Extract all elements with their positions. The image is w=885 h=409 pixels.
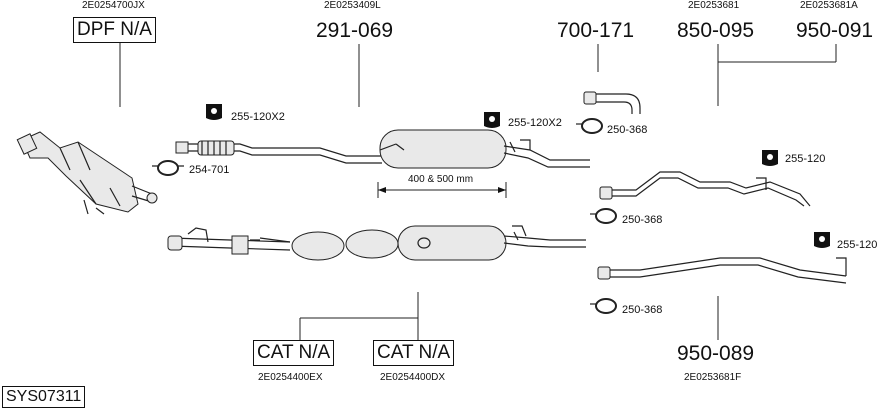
label-clamp-tail-low: 250-368 (622, 304, 662, 316)
label-clamp-tail-mid: 250-368 (622, 214, 662, 226)
clamp-icon (590, 298, 617, 314)
dpf-unit (16, 131, 158, 215)
oem-code-dpf: 2E0254700JX (82, 0, 145, 11)
clamp-icon (152, 160, 184, 176)
hanger-icon (762, 150, 778, 166)
label-hanger-center-rear: 255-120X2 (508, 117, 562, 129)
hanger-icon (484, 112, 500, 128)
center-silencer (175, 129, 590, 169)
label-clamp-top: 250-368 (607, 124, 647, 136)
part-number-center: 291-069 (316, 19, 393, 42)
cat-dx-label: CAT N/A (373, 340, 455, 366)
oem-code-cat-ex: 2E0254400EX (258, 372, 323, 383)
part-number-tail-850: 850-095 (677, 19, 754, 42)
cat-assembly (167, 225, 586, 261)
part-number-tail-950-089: 950-089 (677, 342, 754, 365)
dpf-label: DPF N/A (73, 17, 156, 43)
oem-code-tail-f: 2E0253681F (684, 372, 741, 383)
clamp-icon (590, 208, 617, 224)
tailpipe-lower (597, 257, 847, 284)
cat-ex-label: CAT N/A (253, 340, 335, 366)
oem-code-center: 2E0253409L (324, 0, 381, 11)
part-number-tail-950-091: 950-091 (796, 19, 873, 42)
hanger-icon (206, 104, 222, 120)
tailpipe-short (583, 91, 641, 114)
part-number-tailpipe-short: 700-171 (557, 19, 634, 42)
oem-code-tail-a: 2E0253681 (688, 0, 740, 11)
label-hanger-center-front: 255-120X2 (231, 111, 285, 123)
label-hanger-tail-low: 255-120 (837, 239, 877, 251)
label-clamp-center: 254-701 (189, 164, 229, 176)
tailpipe-middle (599, 171, 811, 207)
oem-code-cat-dx: 2E0254400DX (380, 372, 445, 383)
clamp-icon (576, 118, 603, 134)
label-hanger-tail-mid: 255-120 (785, 153, 825, 165)
hanger-icon (814, 232, 830, 248)
system-code: SYS07311 (2, 386, 86, 408)
oem-code-tail-b: 2E0253681A (800, 0, 858, 11)
dimension-label: 400 & 500 mm (408, 174, 473, 185)
